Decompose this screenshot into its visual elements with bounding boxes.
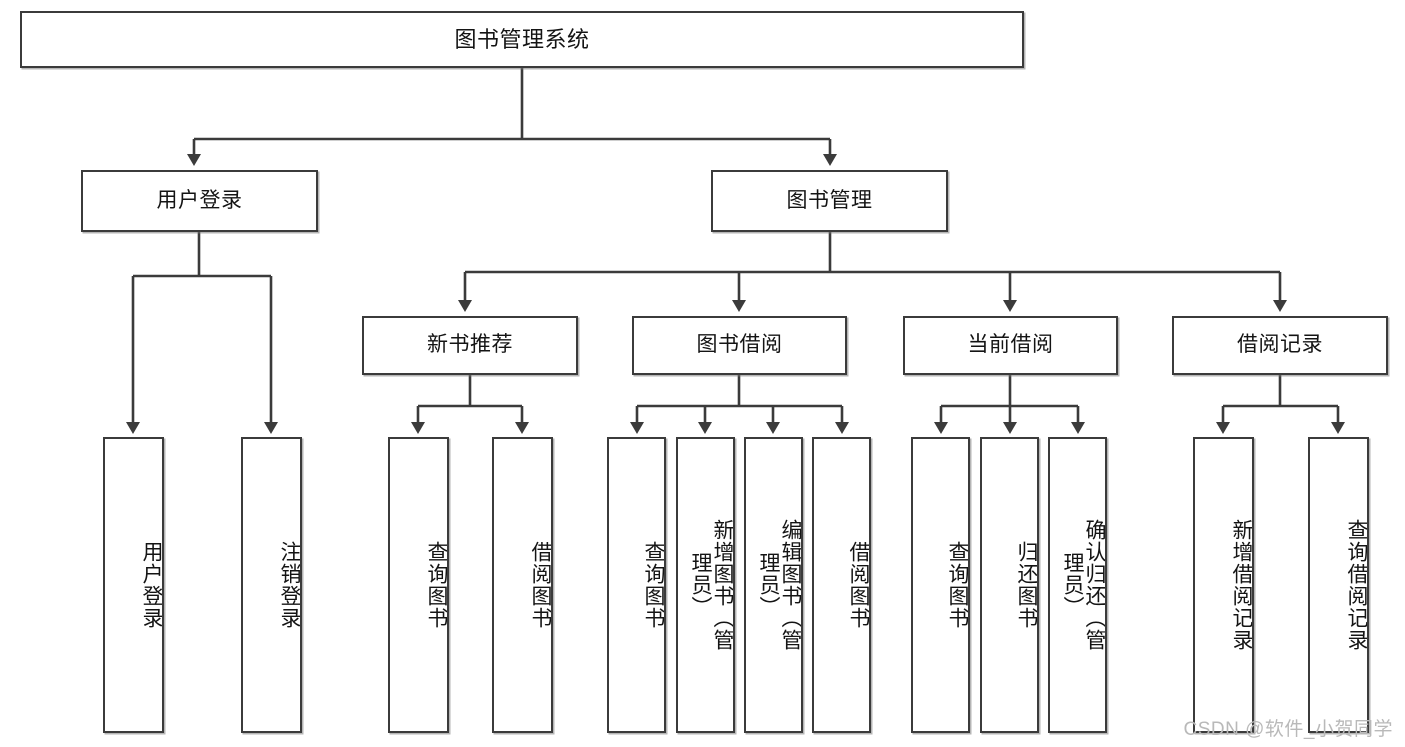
leaf-add-book-label: 新增图书（管理员）	[688, 519, 734, 651]
leaf-edit-book-label: 编辑图书（管理员）	[756, 519, 802, 651]
leaf-borrow-book-textwrap: 借阅图书	[814, 439, 869, 731]
leaf-query-book-recommend-label: 查询图书	[425, 541, 448, 629]
node-book-management-label: 图书管理	[786, 188, 873, 212]
leaf-query-book-borrow-label: 查询图书	[642, 541, 665, 629]
leaf-borrow-book-recommend[interactable]: 借阅图书	[492, 437, 553, 733]
leaf-edit-book-textwrap: 编辑图书（管理员）	[746, 439, 801, 731]
node-book-management[interactable]: 图书管理	[711, 170, 948, 232]
node-root-book-management-system[interactable]: 图书管理系统	[20, 11, 1024, 68]
leaf-confirm-return-label: 确认归还（管理员）	[1060, 519, 1106, 651]
leaf-query-borrow-record[interactable]: 查询借阅记录	[1308, 437, 1369, 733]
leaf-return-book[interactable]: 归还图书	[980, 437, 1039, 733]
leaf-user-login[interactable]: 用户登录	[103, 437, 164, 733]
leaf-borrow-book-recommend-textwrap: 借阅图书	[494, 439, 551, 731]
leaf-query-borrow-record-label: 查询借阅记录	[1345, 519, 1368, 651]
node-new-book-recommend-label: 新书推荐	[427, 333, 513, 357]
leaf-add-book-textwrap: 新增图书（管理员）	[678, 439, 733, 731]
node-root-label: 图书管理系统	[454, 26, 590, 52]
csdn-watermark: CSDN @软件_小贺同学	[1183, 719, 1393, 740]
leaf-return-book-label: 归还图书	[1015, 541, 1038, 629]
leaf-query-book-current[interactable]: 查询图书	[911, 437, 970, 733]
leaf-add-book[interactable]: 新增图书（管理员）	[676, 437, 735, 733]
leaf-query-book-current-textwrap: 查询图书	[913, 439, 968, 731]
leaf-user-login-textwrap: 用户登录	[105, 439, 162, 731]
leaf-borrow-book[interactable]: 借阅图书	[812, 437, 871, 733]
node-borrow-record-label: 借阅记录	[1237, 333, 1323, 357]
leaf-user-logout-label: 注销登录	[278, 541, 301, 629]
node-user-login[interactable]: 用户登录	[81, 170, 318, 232]
leaf-add-borrow-record-label: 新增借阅记录	[1230, 519, 1253, 651]
leaf-borrow-book-recommend-label: 借阅图书	[529, 541, 552, 629]
leaf-user-logout[interactable]: 注销登录	[241, 437, 302, 733]
node-book-borrow[interactable]: 图书借阅	[632, 316, 847, 375]
node-borrow-record[interactable]: 借阅记录	[1172, 316, 1388, 375]
node-user-login-label: 用户登录	[156, 188, 243, 212]
leaf-query-book-recommend[interactable]: 查询图书	[388, 437, 449, 733]
leaf-confirm-return-textwrap: 确认归还（管理员）	[1050, 439, 1105, 731]
leaf-return-book-textwrap: 归还图书	[982, 439, 1037, 731]
leaf-borrow-book-label: 借阅图书	[847, 541, 870, 629]
leaf-query-book-recommend-textwrap: 查询图书	[390, 439, 447, 731]
node-current-borrow[interactable]: 当前借阅	[903, 316, 1118, 375]
leaf-query-book-current-label: 查询图书	[946, 541, 969, 629]
leaf-query-borrow-record-textwrap: 查询借阅记录	[1310, 439, 1367, 731]
leaf-user-logout-textwrap: 注销登录	[243, 439, 300, 731]
leaf-user-login-label: 用户登录	[140, 541, 163, 629]
node-book-borrow-label: 图书借阅	[696, 333, 783, 357]
leaf-add-borrow-record[interactable]: 新增借阅记录	[1193, 437, 1254, 733]
leaf-confirm-return[interactable]: 确认归还（管理员）	[1048, 437, 1107, 733]
leaf-edit-book[interactable]: 编辑图书（管理员）	[744, 437, 803, 733]
leaf-query-book-borrow-textwrap: 查询图书	[609, 439, 664, 731]
leaf-query-book-borrow[interactable]: 查询图书	[607, 437, 666, 733]
node-current-borrow-label: 当前借阅	[967, 333, 1054, 357]
node-new-book-recommend[interactable]: 新书推荐	[362, 316, 578, 375]
leaf-add-borrow-record-textwrap: 新增借阅记录	[1195, 439, 1252, 731]
